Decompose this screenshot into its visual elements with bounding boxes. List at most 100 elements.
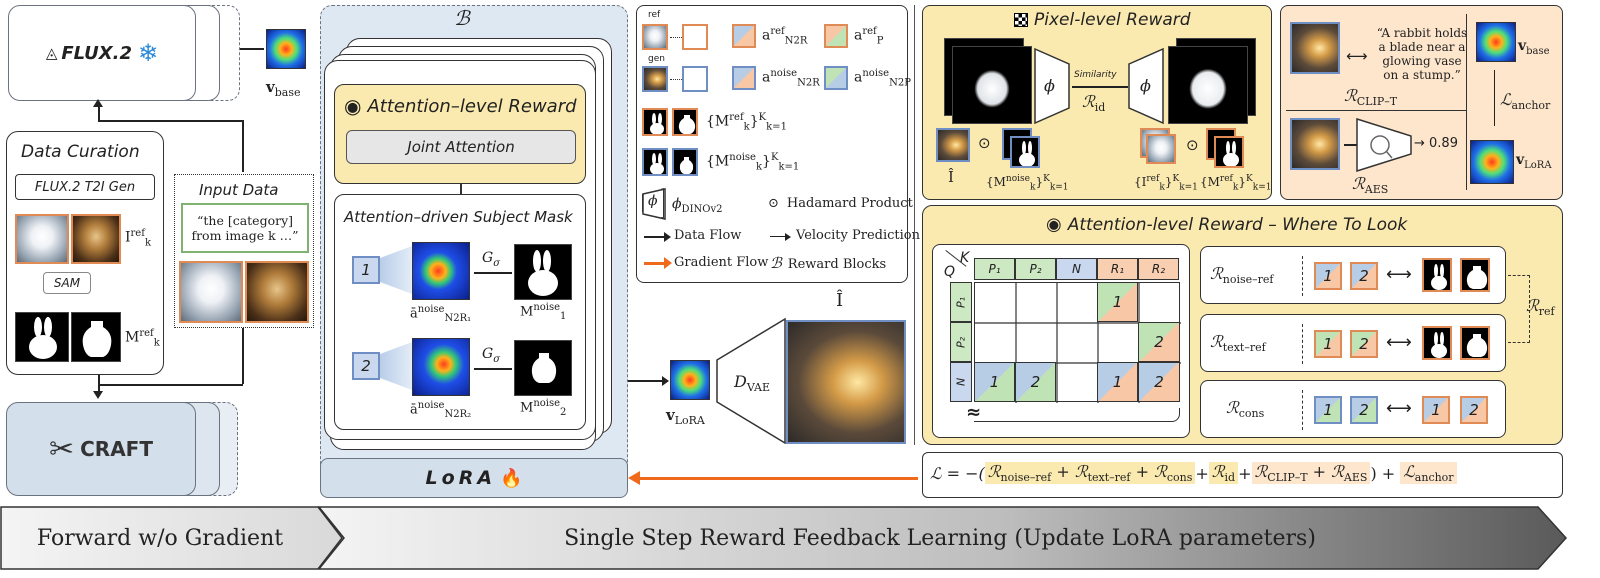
input-vase-photo xyxy=(245,261,309,323)
vase-noise-mask-icon xyxy=(531,353,557,383)
wtl-bottom-bracket xyxy=(974,408,1180,422)
att-map-2 xyxy=(412,338,470,396)
cell-n-r2: 2 xyxy=(1138,362,1180,402)
cell-p1-r1: 1 xyxy=(1097,282,1138,322)
cell-p2-r2-val: 2 xyxy=(1154,333,1164,351)
rnr-mask1 xyxy=(1422,258,1452,292)
lg-mref-sub: k xyxy=(743,121,750,133)
sam-box: SAM xyxy=(43,272,91,294)
pr-sim-arrow xyxy=(1072,86,1128,88)
up-arrow-head-icon xyxy=(93,99,103,107)
ref-rabbit-mask xyxy=(15,312,69,362)
loss-t4: ℛ xyxy=(1211,462,1225,481)
att-map-1 xyxy=(412,242,470,300)
g-arrow-2 xyxy=(474,368,512,370)
i-ref-sub: k xyxy=(144,237,151,249)
blocks-to-vlora-head-icon xyxy=(662,376,669,386)
flux-logo-icon: ◬ xyxy=(45,44,58,62)
pr-phi-right-char: ϕ xyxy=(1140,76,1151,95)
g2-letter: G xyxy=(482,346,494,362)
pr-mnoise-label: {Mnoisek}Kk=1 xyxy=(986,174,1069,192)
g-sigma-1: Gσ xyxy=(482,250,500,269)
clip-arrow-both: ⟷ xyxy=(1346,47,1368,65)
loss-plus2: + xyxy=(1130,462,1155,481)
blocks-symbol: ℬ xyxy=(454,6,470,30)
pr-ir-sub: k xyxy=(1159,182,1165,193)
v-base-letter: v xyxy=(266,78,275,96)
legend-a-noise-n2p: anoiseN2P xyxy=(854,68,911,88)
lg-rb-sym: ℬ xyxy=(770,254,782,272)
m1-sup: noise xyxy=(533,302,561,313)
rtr-mask1 xyxy=(1422,326,1452,360)
decoder-trapezoid-icon xyxy=(716,317,786,445)
pr-ir-close: } xyxy=(1164,175,1173,189)
loss-t2-sub: text–ref xyxy=(1087,471,1131,485)
v-base-label: vbase xyxy=(266,78,300,99)
loss-t1-sub: noise–ref xyxy=(1000,471,1052,485)
pr-mref-front xyxy=(1214,136,1244,168)
vae-label: DVAE xyxy=(734,372,770,394)
lg-phi-letter: ϕ xyxy=(672,196,682,212)
loss-plus1: + xyxy=(1051,462,1075,481)
wtl-col-header: P₂ xyxy=(1015,258,1056,280)
row2-number: 2 xyxy=(352,352,380,380)
cell-n-r2-val: 2 xyxy=(1154,373,1164,391)
lg-mnoise-open: {M xyxy=(706,153,730,170)
aes-r-letter: ℛ xyxy=(1352,174,1365,193)
rc-arrow: ⟷ xyxy=(1386,398,1412,419)
lg-a2-sup: ref xyxy=(862,26,877,37)
craft-down-arrowhead-icon xyxy=(93,391,103,399)
loss-t5-sub: CLIP–T xyxy=(1267,471,1308,485)
m2-letter: M xyxy=(520,400,534,416)
pr-mr-sup: ref xyxy=(1219,174,1233,184)
legend-gen-empty xyxy=(682,66,708,92)
vase-mask-icon xyxy=(82,321,112,357)
lg-mref-range: K xyxy=(758,112,767,123)
loss-term-group3: ℛCLIP–T + ℛAES xyxy=(1251,462,1371,485)
anchor-vl-letter: v xyxy=(1516,152,1525,168)
m-ref-sub: k xyxy=(153,337,160,349)
v-lora-noise-image xyxy=(670,360,710,400)
i-hat-top: Î xyxy=(836,290,844,311)
g1-sub: σ xyxy=(493,257,501,269)
anchor-vb-letter: v xyxy=(1518,38,1527,54)
banner-left xyxy=(0,506,344,570)
legend-mref-1 xyxy=(642,108,668,136)
clip-r-letter: ℛ xyxy=(1344,86,1357,105)
ref-rabbit-photo xyxy=(15,214,69,264)
rnr-divider xyxy=(1302,256,1303,296)
input-data-panel: Input Data “the [category] from image k … xyxy=(174,174,314,328)
legend-mref-2 xyxy=(672,108,698,136)
anchor-l-label: ℒanchor xyxy=(1500,90,1550,112)
wtl-k-label: K xyxy=(960,250,970,266)
lg-a3-sup: noise xyxy=(770,68,798,79)
anchor-l-letter: ℒ xyxy=(1500,90,1512,109)
legend-gradient: Gradient Flow xyxy=(674,255,769,270)
rtr-num1: 1 xyxy=(1314,330,1342,358)
lg-mnoise-close: } xyxy=(762,153,771,170)
m2-sup: noise xyxy=(533,398,561,409)
anchor-l-sub: anchor xyxy=(1511,99,1551,113)
rabbit-mini-icon xyxy=(650,113,664,134)
rnr-num1: 1 xyxy=(1314,262,1342,290)
eye-icon-2: ◉ xyxy=(1046,214,1062,235)
pr-ref-mask xyxy=(1168,46,1248,124)
rc-num1: 1 xyxy=(1314,396,1342,424)
vase-mini-icon-3 xyxy=(1466,266,1488,289)
pr-mn-open: {M xyxy=(986,175,1006,189)
vae-letter: D xyxy=(734,372,747,391)
m-noise-1-mask xyxy=(514,244,572,300)
pr-mn-k: k=1 xyxy=(1049,182,1069,193)
phi-encoder-right-icon xyxy=(1128,47,1164,125)
a1-sup: noise xyxy=(417,304,445,315)
lg-mnoise-range: K xyxy=(770,152,779,163)
t2i-gen-label: FLUX.2 T2I Gen xyxy=(34,179,136,195)
curation-up-line-v xyxy=(242,120,244,172)
banner-right xyxy=(317,506,1568,570)
wtl-q-label: Q xyxy=(944,264,956,280)
rabbit-mini-icon-5 xyxy=(1431,264,1447,290)
pr-rid-letter: ℛ xyxy=(1082,92,1095,111)
subject-mask-title: Attention–driven Subject Mask xyxy=(344,208,573,226)
rr-sub: ref xyxy=(1538,305,1555,319)
lg-mref-k: k=1 xyxy=(766,121,787,133)
